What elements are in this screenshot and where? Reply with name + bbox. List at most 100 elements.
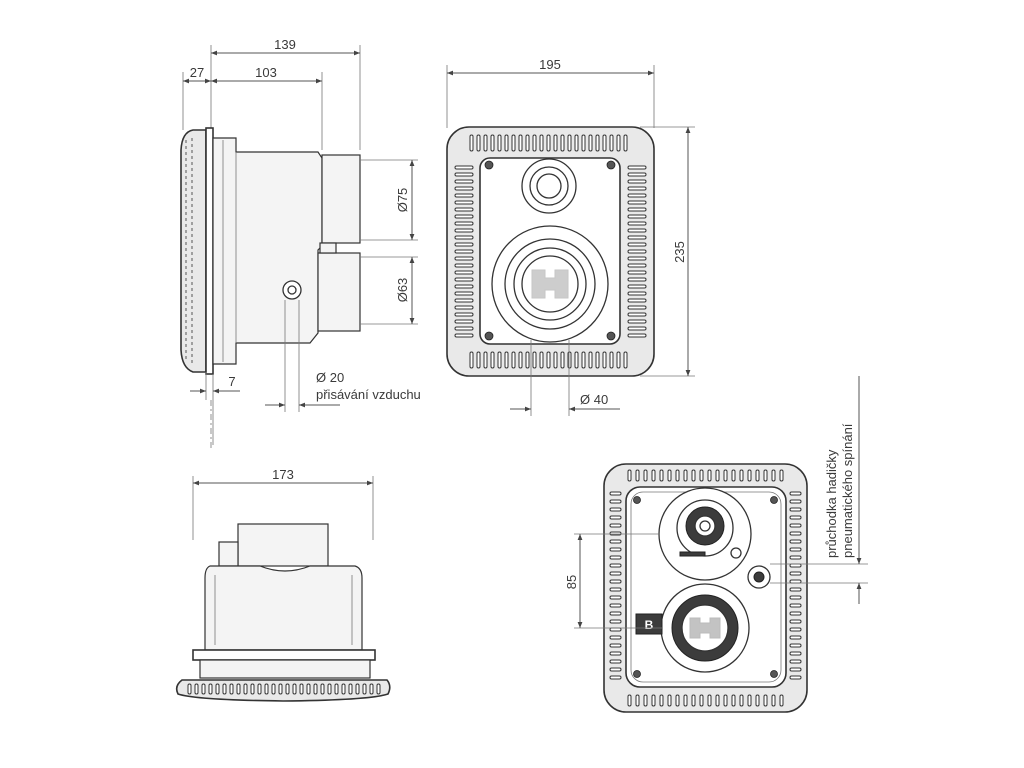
dim-port-upper: Ø75	[395, 188, 410, 213]
grille-slot	[454, 277, 474, 282]
grille-slot	[623, 134, 628, 152]
grille-slot	[789, 643, 802, 648]
grille-slot	[789, 531, 802, 536]
dim-air-inlet: Ø 20	[316, 370, 344, 385]
dim-port-lower: Ø63	[395, 278, 410, 303]
grille-slot	[616, 134, 621, 152]
grille-slot	[707, 694, 712, 707]
dim-front: 27	[190, 65, 204, 80]
grille-slot	[789, 667, 802, 672]
grille-slot	[739, 469, 744, 482]
side-flange-plate	[205, 127, 214, 375]
bottom-port-block	[237, 523, 329, 567]
dim-overall: 139	[274, 37, 296, 52]
grille-slot	[779, 694, 784, 707]
grille-slot	[691, 694, 696, 707]
grille-slot	[789, 491, 802, 496]
grille-slot	[229, 683, 234, 695]
valve-mark: B	[645, 618, 654, 632]
dim-height: 235	[672, 241, 687, 263]
side-grille-flange	[180, 129, 207, 373]
side-view: 139 27 103 Ø75 Ø63	[180, 37, 421, 450]
side-port-collar	[319, 242, 337, 254]
grille-slot	[560, 134, 565, 152]
grille-slot	[667, 469, 672, 482]
grille-slot	[659, 469, 664, 482]
grille-slot	[627, 270, 647, 275]
bottom-housing	[204, 565, 363, 651]
grille-slot	[504, 134, 509, 152]
grille-slot	[595, 351, 600, 369]
grille-slot	[609, 531, 622, 536]
grille-slot	[789, 619, 802, 624]
grille-slot	[789, 571, 802, 576]
grille-slot	[789, 611, 802, 616]
grille-slot	[236, 683, 241, 695]
grille-slot	[250, 683, 255, 695]
grille-slot	[574, 134, 579, 152]
grille-slot	[362, 683, 367, 695]
bottom-grille-slots	[187, 683, 381, 695]
grille-slot	[609, 491, 622, 496]
grille-slot	[292, 683, 297, 695]
grille-slot	[699, 694, 704, 707]
grille-slot	[789, 635, 802, 640]
grille-slot	[609, 667, 622, 672]
grille-slot	[609, 547, 622, 552]
grille-slot	[454, 242, 474, 247]
grille-slot	[539, 351, 544, 369]
grille-slot	[609, 635, 622, 640]
grille-slot	[546, 134, 551, 152]
dim-width: 195	[539, 57, 561, 72]
grille-slot	[771, 469, 776, 482]
grille-slot	[627, 228, 647, 233]
grille-slot	[609, 571, 622, 576]
grille-slot	[779, 469, 784, 482]
dim-nozzle: Ø 40	[580, 392, 608, 407]
grille-slot	[454, 165, 474, 170]
side-housing	[212, 137, 323, 365]
grille-slot	[201, 683, 206, 695]
grille-slot	[763, 469, 768, 482]
grille-slot	[789, 507, 802, 512]
front-grille-slots	[454, 134, 647, 369]
grille-slot	[490, 351, 495, 369]
grille-slot	[194, 683, 199, 695]
grille-slot	[469, 351, 474, 369]
grille-slot	[789, 547, 802, 552]
grille-slot	[627, 193, 647, 198]
grille-slot	[454, 263, 474, 268]
grille-slot	[627, 298, 647, 303]
grille-slot	[483, 351, 488, 369]
grille-slot	[341, 683, 346, 695]
grille-slot	[334, 683, 339, 695]
grille-slot	[285, 683, 290, 695]
grille-slot	[609, 587, 622, 592]
grille-slot	[651, 469, 656, 482]
grille-slot	[771, 694, 776, 707]
grille-slot	[532, 134, 537, 152]
grille-slot	[616, 351, 621, 369]
grille-slot	[747, 469, 752, 482]
hose-label-line2: pneumatického spínání	[840, 423, 855, 558]
grille-slot	[525, 351, 530, 369]
grille-slot	[476, 351, 481, 369]
grille-slot	[789, 651, 802, 656]
grille-slot	[271, 683, 276, 695]
grille-slot	[454, 298, 474, 303]
grille-slot	[574, 351, 579, 369]
bottom-view: 173	[175, 467, 391, 702]
grille-slot	[609, 603, 622, 608]
grille-slot	[553, 351, 558, 369]
grille-slot	[539, 134, 544, 152]
grille-slot	[454, 186, 474, 191]
side-grille-ribs	[185, 138, 193, 364]
grille-slot	[789, 587, 802, 592]
grille-slot	[215, 683, 220, 695]
grille-slot	[789, 563, 802, 568]
front-screw-tl	[484, 160, 494, 170]
grille-slot	[627, 312, 647, 317]
front-screw-tr	[606, 160, 616, 170]
grille-slot	[675, 469, 680, 482]
grille-slot	[609, 499, 622, 504]
